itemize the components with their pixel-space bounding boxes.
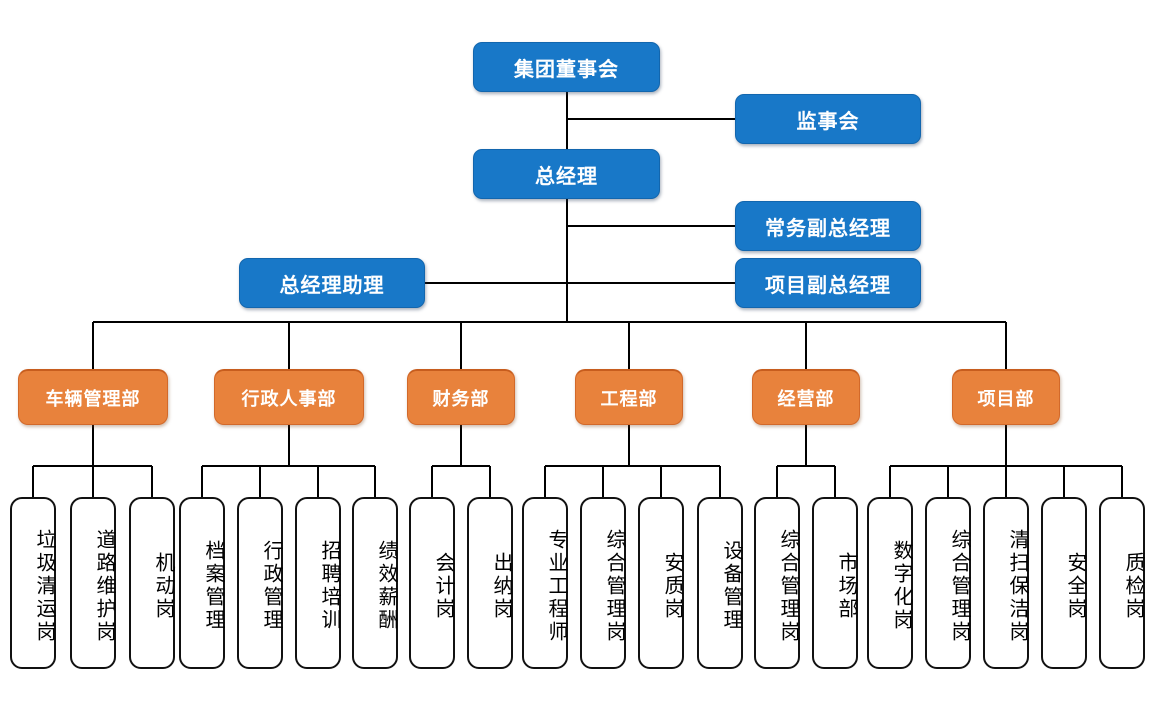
node-position-quality-inspection[interactable]: 质检岗 xyxy=(1099,497,1145,669)
node-department-project[interactable]: 项目部 xyxy=(952,369,1060,425)
node-position-cleaning-sanitation[interactable]: 清扫保洁岗 xyxy=(983,497,1029,669)
node-position-operations-general-management[interactable]: 综合管理岗 xyxy=(754,497,800,669)
node-position-engineering-general-management[interactable]: 综合管理岗 xyxy=(580,497,626,669)
node-position-safety-quality[interactable]: 安质岗 xyxy=(638,497,684,669)
node-department-vehicle-management[interactable]: 车辆管理部 xyxy=(18,369,168,425)
node-department-admin-hr[interactable]: 行政人事部 xyxy=(214,369,364,425)
node-department-engineering[interactable]: 工程部 xyxy=(575,369,683,425)
node-board-of-directors[interactable]: 集团董事会 xyxy=(473,42,660,92)
node-project-deputy-gm[interactable]: 项目副总经理 xyxy=(735,258,921,308)
node-position-digitalization[interactable]: 数字化岗 xyxy=(867,497,913,669)
node-general-manager[interactable]: 总经理 xyxy=(473,149,660,199)
node-position-accounting[interactable]: 会计岗 xyxy=(409,497,455,669)
node-position-project-general-management[interactable]: 综合管理岗 xyxy=(925,497,971,669)
node-position-marketing[interactable]: 市场部 xyxy=(812,497,858,669)
node-position-recruitment-training[interactable]: 招聘培训 xyxy=(295,497,341,669)
node-executive-deputy-gm[interactable]: 常务副总经理 xyxy=(735,201,921,251)
node-position-cashier[interactable]: 出纳岗 xyxy=(467,497,513,669)
node-position-safety[interactable]: 安全岗 xyxy=(1041,497,1087,669)
node-position-waste-transport[interactable]: 垃圾清运岗 xyxy=(10,497,56,669)
node-position-professional-engineer[interactable]: 专业工程师 xyxy=(522,497,568,669)
node-position-road-maintenance[interactable]: 道路维护岗 xyxy=(70,497,116,669)
node-position-administrative-management[interactable]: 行政管理 xyxy=(237,497,283,669)
node-position-archive-management[interactable]: 档案管理 xyxy=(179,497,225,669)
node-department-finance[interactable]: 财务部 xyxy=(407,369,515,425)
node-gm-assistant[interactable]: 总经理助理 xyxy=(239,258,425,308)
node-department-operations[interactable]: 经营部 xyxy=(752,369,860,425)
node-position-equipment-management[interactable]: 设备管理 xyxy=(697,497,743,669)
node-position-mobile-duty[interactable]: 机动岗 xyxy=(129,497,175,669)
node-supervisory-board[interactable]: 监事会 xyxy=(735,94,921,144)
node-position-performance-compensation[interactable]: 绩效薪酬 xyxy=(352,497,398,669)
